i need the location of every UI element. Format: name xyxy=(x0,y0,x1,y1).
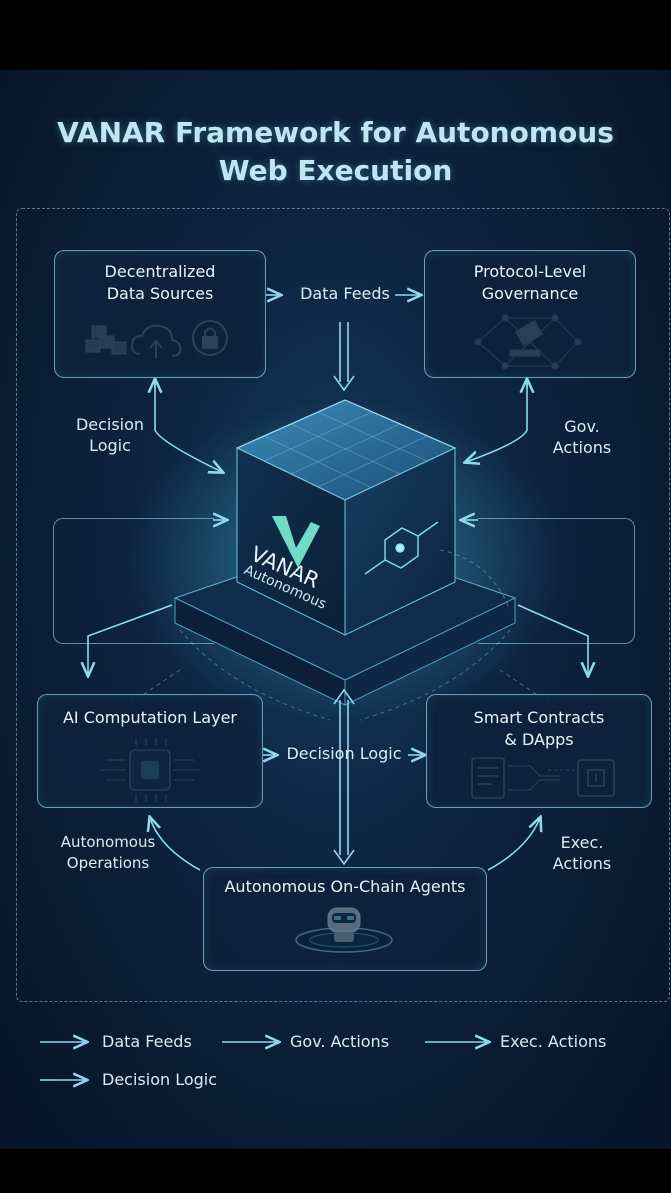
vanar-logo-icon xyxy=(272,516,320,568)
legend-gov-actions-label: Gov. Actions xyxy=(290,1032,390,1051)
decision-logic-upper-line-1: Decision xyxy=(75,415,145,434)
autonomous-ops-line-1: Autonomous xyxy=(60,833,156,851)
governance-line-1: Protocol-Level xyxy=(473,262,587,281)
data-feeds-label: Data Feeds xyxy=(300,284,390,303)
gov-actions-line-2: Actions xyxy=(552,438,612,457)
title-line-1: VANAR Framework for Autonomous xyxy=(57,116,614,149)
framework-boundary xyxy=(16,208,670,1002)
exec-actions-arrow xyxy=(487,818,540,871)
legend-data-feeds-label: Data Feeds xyxy=(102,1032,192,1051)
title-line-2: Web Execution xyxy=(218,154,453,187)
hexagon-circuit-icon xyxy=(364,521,439,575)
decision-logic-upper-arrow xyxy=(154,382,222,472)
left-down-arrow xyxy=(88,604,173,675)
smart-contracts-line-2: & DApps xyxy=(504,730,574,749)
exec-actions-line-2: Actions xyxy=(552,854,612,873)
gov-actions-arrow xyxy=(466,382,528,462)
data-sources-line-1: Decentralized xyxy=(104,262,216,281)
agents-node: Autonomous On-Chain Agents xyxy=(203,867,487,971)
autonomous-ops-line-2: Operations xyxy=(66,854,150,872)
vanar-core-cube xyxy=(235,399,457,636)
governance-line-2: Governance xyxy=(481,284,579,303)
autonomous-ops-label: Autonomous Operations xyxy=(44,832,172,874)
gov-actions-line-1: Gov. xyxy=(564,417,600,436)
bottom-letterbox xyxy=(0,1149,671,1193)
data-feeds-down-arrow xyxy=(333,322,355,392)
agents-label: Autonomous On-Chain Agents xyxy=(224,877,466,896)
smart-contracts-node: Smart Contracts & DApps xyxy=(426,694,652,808)
legend-decision-logic-label: Decision Logic xyxy=(102,1070,218,1089)
diagram-title: VANAR Framework for Autonomous Web Execu… xyxy=(0,114,671,190)
right-down-arrow xyxy=(517,604,588,675)
dashed-guides xyxy=(119,549,561,721)
data-sources-node: Decentralized Data Sources xyxy=(54,250,266,378)
decision-logic-upper-label: Decision Logic xyxy=(60,414,160,456)
decision-logic-upper-line-2: Logic xyxy=(89,436,131,455)
decision-logic-mid-label: Decision Logic xyxy=(286,744,402,763)
diagram-canvas: VANAR Framework for Autonomous Web Execu… xyxy=(0,70,671,1149)
autonomous-ops-arrow xyxy=(150,818,201,871)
ai-computation-node: AI Computation Layer xyxy=(37,694,263,808)
gov-actions-label: Gov. Actions xyxy=(534,416,630,458)
core-agents-bidirectional-arrow xyxy=(333,688,355,866)
legend-exec-actions-label: Exec. Actions xyxy=(500,1032,607,1051)
governance-node: Protocol-Level Governance xyxy=(424,250,636,378)
exec-actions-label: Exec. Actions xyxy=(532,832,632,874)
exec-actions-line-1: Exec. xyxy=(560,833,604,852)
diagram-graphics xyxy=(40,70,615,1149)
data-sources-line-2: Data Sources xyxy=(106,284,214,303)
smart-contracts-line-1: Smart Contracts xyxy=(473,708,605,727)
top-letterbox xyxy=(0,0,671,70)
ai-computation-label: AI Computation Layer xyxy=(62,708,237,727)
